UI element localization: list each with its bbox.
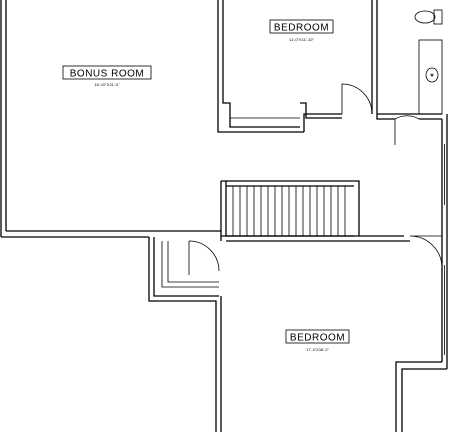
closet-door-lower [188, 240, 220, 275]
room-label-bonus-room: BONUS ROOM 16'-10"X21'-0" [62, 65, 152, 87]
right-exterior-wall [441, 114, 448, 369]
stair-treads [232, 186, 346, 236]
upper-bedroom-door [341, 83, 373, 115]
lower-bedroom-dimensions: 17'-4"X16'-2" [306, 347, 330, 352]
hall-door-right [409, 235, 443, 269]
lower-walls [148, 236, 222, 432]
bathroom-fixtures [414, 9, 443, 115]
bathroom-door [394, 115, 420, 145]
staircase [220, 180, 360, 237]
bathroom-bottom-wall [377, 113, 442, 120]
bonus-room-dimensions: 16'-10"X21'-0" [94, 82, 120, 87]
lower-closet-inner [161, 241, 219, 288]
room-label-upper-bedroom: BEDROOM 11'-0"X11'-10" [269, 19, 334, 42]
lower-right-step-wall [395, 361, 447, 432]
doors [188, 83, 443, 275]
upper-bedroom-right-wall [371, 0, 395, 120]
stair-enclosure [220, 180, 360, 237]
toilet-icon [414, 9, 443, 25]
bonus-room-name: BONUS ROOM [70, 69, 144, 80]
vanity-sink-icon [418, 39, 443, 115]
lower-closet-left-wall [148, 237, 219, 432]
upper-bedroom-bottom-wall [300, 102, 342, 132]
room-label-lower-bedroom: BEDROOM 17'-4"X16'-2" [285, 329, 350, 352]
bonus-room-left-wall [0, 0, 7, 237]
upper-bedroom-left-wall [217, 0, 304, 133]
upper-bedroom-dimensions: 11'-0"X11'-10" [289, 37, 314, 42]
lower-bedroom-name: BEDROOM [290, 333, 345, 344]
upper-bedroom-name: BEDROOM [274, 23, 329, 34]
